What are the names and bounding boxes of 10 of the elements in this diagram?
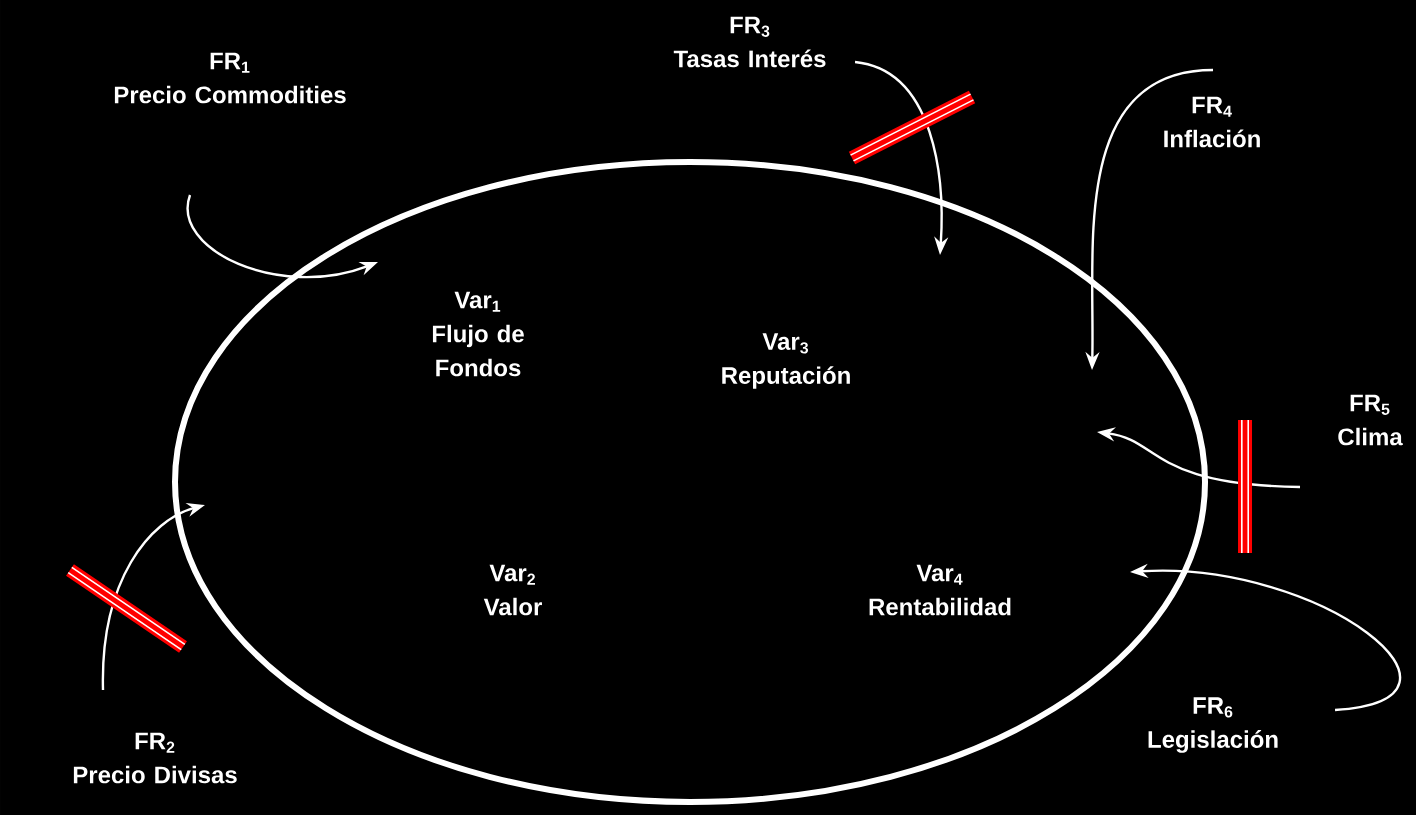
label-text: FR$_{2}$ Precio Divisas (73, 732, 237, 784)
label-text: FR$_{4}$ Inflación (1164, 96, 1260, 148)
label-text: Var$_{2}$ Valor (483, 564, 542, 616)
label-text: Var$_{1}$ Flujo de Fondos (432, 291, 524, 377)
label-text: FR$_{6}$ Legislación (1148, 697, 1278, 753)
label-text: FR$_{3}$ Tasas Interés (673, 16, 826, 68)
label-text: FR$_{5}$ Clima (1338, 394, 1403, 446)
label-text: Var$_{4}$ Rentabilidad (869, 564, 1011, 616)
label-text: Var$_{3}$ Reputación (722, 333, 850, 389)
label-text: FR$_{1}$ Precio Commodities (114, 52, 346, 104)
